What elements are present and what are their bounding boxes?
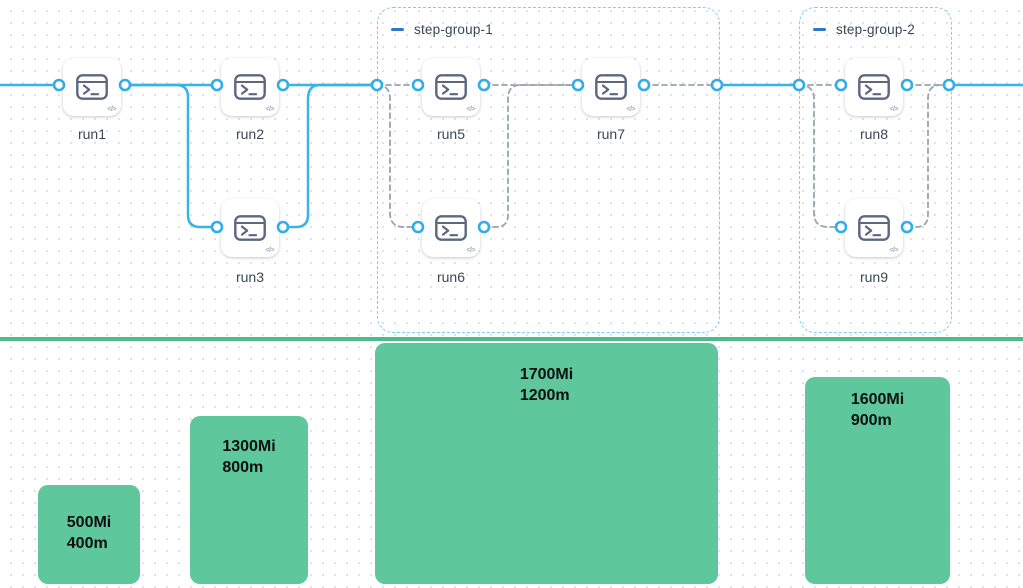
code-icon: </> [265,106,274,113]
memory-value: 500Mi [66,514,112,531]
collapse-minus-icon[interactable] [813,27,826,32]
collapse-minus-icon[interactable] [391,27,404,32]
step-group-2-header: step-group-2 [813,22,915,37]
node-label-run2: run2 [235,126,265,142]
code-icon: </> [889,247,898,254]
resource-bar-label: 1700Mi 1200m [520,364,573,406]
edge-run1-run3[interactable] [123,83,219,229]
resource-bar-2[interactable]: 1300Mi 800m [190,416,308,584]
step-group-1-header: step-group-1 [391,22,493,37]
terminal-icon [435,215,467,241]
node-run2[interactable]: </> [221,58,279,116]
node-run9[interactable]: </> [845,199,903,257]
terminal-icon [595,74,627,100]
node-label-run7: run7 [596,126,626,142]
group-label: step-group-2 [836,22,915,37]
group-label: step-group-1 [414,22,493,37]
memory-value: 1600Mi [850,391,905,408]
node-label-run1: run1 [77,126,107,142]
node-label-run9: run9 [859,269,889,285]
code-icon: </> [466,106,475,113]
terminal-icon [234,215,266,241]
cpu-value: 800m [222,459,264,476]
resource-bar-1[interactable]: 500Mi 400m [38,485,140,584]
resource-bar-label: 1600Mi 900m [851,389,904,431]
terminal-icon [234,74,266,100]
code-icon: </> [889,106,898,113]
code-icon: </> [107,106,116,113]
port[interactable] [118,78,132,92]
port[interactable] [276,220,290,234]
code-icon: </> [265,247,274,254]
memory-value: 1700Mi [519,366,574,383]
resource-bar-4[interactable]: 1600Mi 900m [805,377,950,584]
node-run7[interactable]: </> [582,58,640,116]
cpu-value: 400m [66,535,108,552]
edge-run3-group1[interactable] [281,83,379,229]
resource-bar-label: 1300Mi 800m [222,436,275,478]
node-label-run6: run6 [436,269,466,285]
memory-value: 1300Mi [222,438,276,455]
timeline-separator [0,337,1023,341]
node-run8[interactable]: </> [845,58,903,116]
resource-bar-3[interactable]: 1700Mi 1200m [375,343,718,584]
terminal-icon [435,74,467,100]
node-label-run8: run8 [859,126,889,142]
node-run3[interactable]: </> [221,199,279,257]
resource-bar-label: 500Mi 400m [67,512,111,554]
cpu-value: 1200m [519,387,570,404]
terminal-icon [858,215,890,241]
node-run6[interactable]: </> [422,199,480,257]
node-label-run3: run3 [235,269,265,285]
terminal-icon [858,74,890,100]
code-icon: </> [626,106,635,113]
terminal-icon [76,74,108,100]
code-icon: </> [466,247,475,254]
port[interactable] [276,78,290,92]
node-run5[interactable]: </> [422,58,480,116]
node-label-run5: run5 [436,126,466,142]
cpu-value: 900m [850,412,892,429]
node-run1[interactable]: </> [63,58,121,116]
